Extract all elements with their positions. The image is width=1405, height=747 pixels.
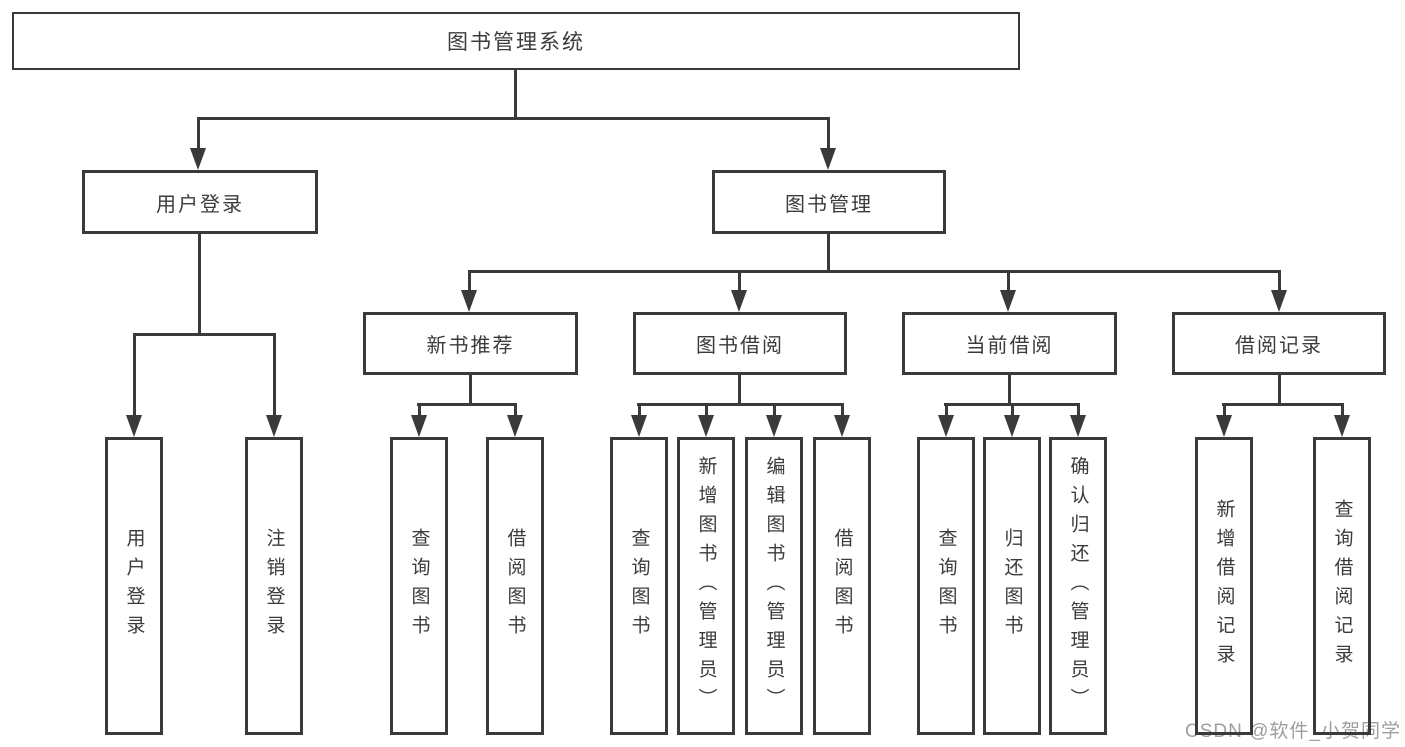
connector-line [133, 333, 276, 336]
leaf-label: 查询图书 [628, 528, 650, 644]
arrow-down-icon [266, 415, 282, 437]
arrow-down-icon [461, 290, 477, 312]
arrow-down-icon [1216, 415, 1232, 437]
connector-line [198, 234, 201, 335]
node-label: 当前借阅 [965, 335, 1054, 357]
leaf-label: 借阅图书 [831, 528, 853, 644]
connector-line [738, 270, 741, 294]
leaf-label: 用户登录 [123, 528, 145, 644]
arrow-down-icon [1004, 415, 1020, 437]
connector-line [468, 270, 1281, 273]
node-label: 新书推荐 [426, 335, 515, 357]
connector-line [827, 234, 830, 272]
leaf-add-books-admin: 新增图书（管理员） [677, 437, 735, 735]
node-new-book-recommend: 新书推荐 [363, 312, 578, 375]
leaf-label: 注销登录 [263, 528, 285, 644]
connector-line [514, 403, 517, 417]
connector-line [705, 403, 708, 417]
connector-line [1223, 403, 1226, 417]
connector-line [418, 403, 421, 417]
leaf-query-books-2: 查询图书 [610, 437, 668, 735]
leaf-query-borrow-record: 查询借阅记录 [1313, 437, 1371, 735]
connector-line [197, 117, 200, 151]
arrow-down-icon [411, 415, 427, 437]
arrow-down-icon [1334, 415, 1350, 437]
node-label: 用户登录 [156, 193, 244, 216]
connector-line [945, 403, 948, 417]
leaf-confirm-return-admin: 确认归还（管理员） [1049, 437, 1107, 735]
connector-line [841, 403, 844, 417]
leaf-add-borrow-record: 新增借阅记录 [1195, 437, 1253, 735]
node-label: 图书管理系统 [447, 31, 585, 54]
arrow-down-icon [507, 415, 523, 437]
leaf-label: 归还图书 [1001, 528, 1023, 644]
arrow-down-icon [1000, 290, 1016, 312]
connector-line [273, 333, 276, 417]
connector-line [1008, 375, 1011, 405]
leaf-label: 查询借阅记录 [1331, 499, 1353, 673]
leaf-label: 查询图书 [408, 528, 430, 644]
arrow-down-icon [1070, 415, 1086, 437]
leaf-label: 查询图书 [935, 528, 957, 644]
node-library-management-system: 图书管理系统 [12, 12, 1020, 70]
connector-line [469, 375, 472, 405]
node-book-borrowing: 图书借阅 [633, 312, 847, 375]
arrow-down-icon [698, 415, 714, 437]
arrow-down-icon [631, 415, 647, 437]
connector-line [197, 117, 830, 120]
arrow-down-icon [1271, 290, 1287, 312]
connector-line [1007, 270, 1010, 294]
leaf-label: 新增借阅记录 [1213, 499, 1235, 673]
leaf-return-books: 归还图书 [983, 437, 1041, 735]
csdn-watermark: CSDN @软件_小贺同学 [1185, 721, 1401, 742]
node-label: 借阅记录 [1235, 335, 1323, 357]
connector-line [514, 70, 517, 120]
connector-line [417, 403, 517, 406]
connector-line [1222, 403, 1344, 406]
connector-line [827, 117, 830, 151]
leaf-query-books-1: 查询图书 [390, 437, 448, 735]
connector-line [773, 403, 776, 417]
node-borrowing-records: 借阅记录 [1172, 312, 1386, 375]
leaf-query-books-3: 查询图书 [917, 437, 975, 735]
leaf-label: 编辑图书（管理员） [763, 455, 785, 717]
connector-line [637, 403, 844, 406]
arrow-down-icon [190, 148, 206, 170]
arrow-down-icon [766, 415, 782, 437]
leaf-user-login: 用户登录 [105, 437, 163, 735]
node-label: 图书借阅 [696, 335, 784, 357]
leaf-edit-books-admin: 编辑图书（管理员） [745, 437, 803, 735]
connector-line [1278, 270, 1281, 294]
arrow-down-icon [834, 415, 850, 437]
connector-line [1077, 403, 1080, 417]
arrow-down-icon [820, 148, 836, 170]
leaf-label: 借阅图书 [504, 528, 526, 644]
node-label: 图书管理 [785, 193, 873, 216]
leaf-borrow-books-2: 借阅图书 [813, 437, 871, 735]
arrow-down-icon [938, 415, 954, 437]
connector-line [1341, 403, 1344, 417]
node-current-borrowing: 当前借阅 [902, 312, 1117, 375]
node-user-login: 用户登录 [82, 170, 318, 234]
arrow-down-icon [731, 290, 747, 312]
connector-line [1278, 375, 1281, 405]
connector-line [738, 375, 741, 405]
leaf-logout: 注销登录 [245, 437, 303, 735]
leaf-borrow-books-1: 借阅图书 [486, 437, 544, 735]
leaf-label: 确认归还（管理员） [1067, 455, 1089, 717]
node-book-management: 图书管理 [712, 170, 946, 234]
connector-line [1011, 403, 1014, 417]
leaf-label: 新增图书（管理员） [695, 455, 717, 717]
connector-line [638, 403, 641, 417]
connector-line [468, 270, 471, 294]
arrow-down-icon [126, 415, 142, 437]
connector-line [133, 333, 136, 417]
